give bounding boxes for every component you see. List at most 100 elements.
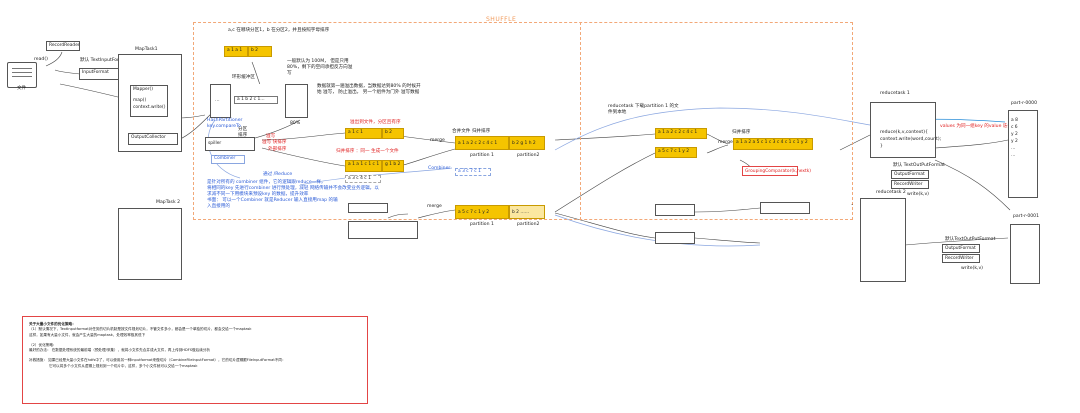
reverse-note-1: 数据就第一遍溢出数据，当数据达到80% 的时候开 <box>317 84 421 89</box>
merge-sort-note: 归并排序 ：同一 生成一个文件 <box>336 149 399 154</box>
reduce1-record-writer-label: RecordWriter <box>894 182 923 187</box>
reduce-download-2: a 5 c 7 c 1 y 2 <box>655 147 697 158</box>
reduce2-record-writer-box: RecordWriter <box>942 254 980 263</box>
spill-file3-text: a 3 c 4 c 1 <box>348 176 371 181</box>
ring-inner-text: a 1 b 2 c 1… <box>237 97 265 102</box>
note-line-4: 最好的办法： 在数据处理系统的最前端（预处理/采集），就将小文件先合并成大文件，… <box>29 348 211 353</box>
combiner-box: Combiner <box>211 155 245 164</box>
reduce2-in-box2 <box>655 232 695 244</box>
to-reduce1-line <box>839 134 871 151</box>
partition2-label: partition2 <box>517 153 540 158</box>
grouping-comparator-box: GroupingComparator(k,nextk) <box>742 166 811 176</box>
combiner-label: Combiner <box>214 156 236 161</box>
blue-low-line <box>554 214 761 247</box>
maptask2-box <box>118 208 182 280</box>
reducetask1-box <box>870 102 936 158</box>
merged-partition1: a 1 a 2 c 2 c 4 c 1 <box>455 136 509 150</box>
combiner-note: 通过 /Reduce <box>263 172 293 177</box>
partition-note: a,c 在哪块分区1，b 在分区2，并且按照字母排序 <box>228 28 330 33</box>
ring-note-2: 80%，剩下的空间承担反方向溢 <box>287 65 353 70</box>
part1-file <box>1010 224 1040 284</box>
ring-label: 环形缓冲区 <box>232 75 255 80</box>
part0-label: part-r-0000 <box>1011 101 1038 106</box>
merge2-word: merge <box>427 204 442 209</box>
reduce-download-2-text: a 5 c 7 c 1 y 2 <box>658 149 690 154</box>
reduce-merge-sort-label: 归并排序 <box>732 130 751 135</box>
part0-line: … <box>1011 146 1016 151</box>
merge-word: merge <box>430 138 445 143</box>
record-reader-label: RecordReader <box>49 43 80 48</box>
reduce2-out-line <box>904 237 1009 246</box>
spill-file2-b: g 1 b 2 <box>382 160 404 172</box>
spill-file2-b-text: g 1 b 2 <box>385 162 401 167</box>
combiner-blue-line <box>299 167 453 186</box>
merge-label: 合并文件 归并排序 <box>452 129 491 134</box>
reduce1-write: write(k,v) <box>907 192 929 197</box>
combiner2-label: Combiner <box>428 166 451 171</box>
hash-partitioner-label: HashPartitioner <box>207 118 243 123</box>
merged2-partition1-text: a 5 c 7 c 1 y 2 <box>458 210 490 215</box>
combiner-desc-2: 将相同的key 先进行combiner 进行预处理，减轻 网络传输并不会改变业务… <box>207 186 379 191</box>
mapper-label: Mapper() <box>133 87 153 92</box>
combiner-desc-5: 入直接用的 <box>207 204 230 209</box>
reduce2-output-format-box: OutputFormat <box>942 244 980 253</box>
mapper-box: Mapper() map() context.write() <box>130 85 168 117</box>
file-label: 文件 <box>17 86 27 91</box>
reducetask2-box <box>860 198 906 282</box>
reduce2-write: write(k,v) <box>961 266 983 271</box>
output-collector-box: OutputCollector <box>128 133 178 145</box>
merged-partition2-text: b 2 g 1 h 2 <box>512 141 536 146</box>
note-line-5: 补救措施： 如果已经是大量小文件在hdfs中了，可以使用另一种inputform… <box>29 358 286 363</box>
note-title: 关于大量小文件的优化策略： <box>29 322 76 326</box>
key-compare-label: key.compareTo <box>207 124 241 129</box>
part0-line: y 2 <box>1011 139 1018 144</box>
download-note-2: 件到本地 <box>608 110 627 115</box>
maptask2-title: MapTask 2 <box>156 200 180 205</box>
reduce1-out-line <box>934 139 1009 149</box>
part0-line: y 2 <box>1011 132 1018 137</box>
p1b-to-r2-line <box>554 152 656 213</box>
partition2b-label: partition2 <box>517 222 540 227</box>
spiller-box: spiller <box>205 137 255 151</box>
reduce-call: reduce(k,v,context){ <box>880 130 928 135</box>
record-reader-box: RecordReader <box>46 41 80 51</box>
combiner-desc-4: 书面： 可以一个Combiner 就是Reducer 输入直接用map 的输 <box>207 198 338 203</box>
eighty-label: 80% <box>290 121 301 126</box>
reduce-download-1: a 1 a 2 c 2 c 4 c 1 <box>655 128 707 139</box>
spill-to-f1-line <box>261 132 346 141</box>
merged2-partition2-text: b 2 …… <box>512 210 530 215</box>
reduce1-record-writer-box: RecordWriter <box>891 180 929 189</box>
values-note: values 为同一组key 的value 迭代器 <box>940 124 1017 129</box>
buffer-seg-a: a 1 a 1 <box>224 46 248 57</box>
reduce1-output-format-label: OutputFormat <box>894 172 925 177</box>
ring-inner-box: a 1 b 2 c 1… <box>234 96 278 104</box>
note-line-2: 这样，如果有大量小文件，就会产生大量的maptask，处理效率极其低下 <box>29 332 146 337</box>
spill-file3: a 3 c 4 c 1 <box>345 175 381 183</box>
partition1-label: partition 1 <box>470 153 494 158</box>
mid-right2-line <box>694 237 761 244</box>
spill-sub-label: 溢写 <box>266 134 276 139</box>
context-write-label: context.write() <box>133 105 166 110</box>
reducetask1-title: reducetask 1 <box>880 91 910 96</box>
blue-arc-line <box>554 107 871 151</box>
read-label: read() <box>34 57 48 62</box>
file-to-input-line <box>54 69 81 75</box>
note-line-3: （2）优化策略： <box>29 342 57 347</box>
part0-line: … <box>1011 153 1016 158</box>
file-icon <box>7 62 37 88</box>
note-line-6: 它可以将多个小文件从逻辑上规划到一个切片中，这样，多个小文件就可以交给一个map… <box>49 363 198 368</box>
combiner-desc-1: 是针对所有的 combiner 组件，它的逻辑跟reduce一样， <box>207 180 326 185</box>
map2-spill-box2 <box>348 221 418 239</box>
buffer-seg-b: b 2 <box>248 46 272 57</box>
reduce-merged-text: a 1 a 2 a 5 c 1 c 3 c 4 c 1 c 1 y 2 <box>736 140 808 145</box>
reduce2-record-writer-label: RecordWriter <box>945 256 974 261</box>
context-write-call: context.write(word,count); <box>880 137 942 142</box>
combined-row-text: a 3 c 7 c 1 <box>458 169 481 174</box>
reduce1-default-output: 默认 TextOutPutFormat <box>893 163 945 168</box>
part0-line: a 8 <box>1011 118 1018 123</box>
reduce1-output-format-box: OutputFormat <box>891 170 929 179</box>
spill-to-f2-line <box>261 147 346 167</box>
reduce2-in-box1 <box>655 204 695 216</box>
merged-partition1-text: a 1 a 2 c 2 c 4 c 1 <box>458 141 498 146</box>
r2-merge-line <box>706 144 729 154</box>
